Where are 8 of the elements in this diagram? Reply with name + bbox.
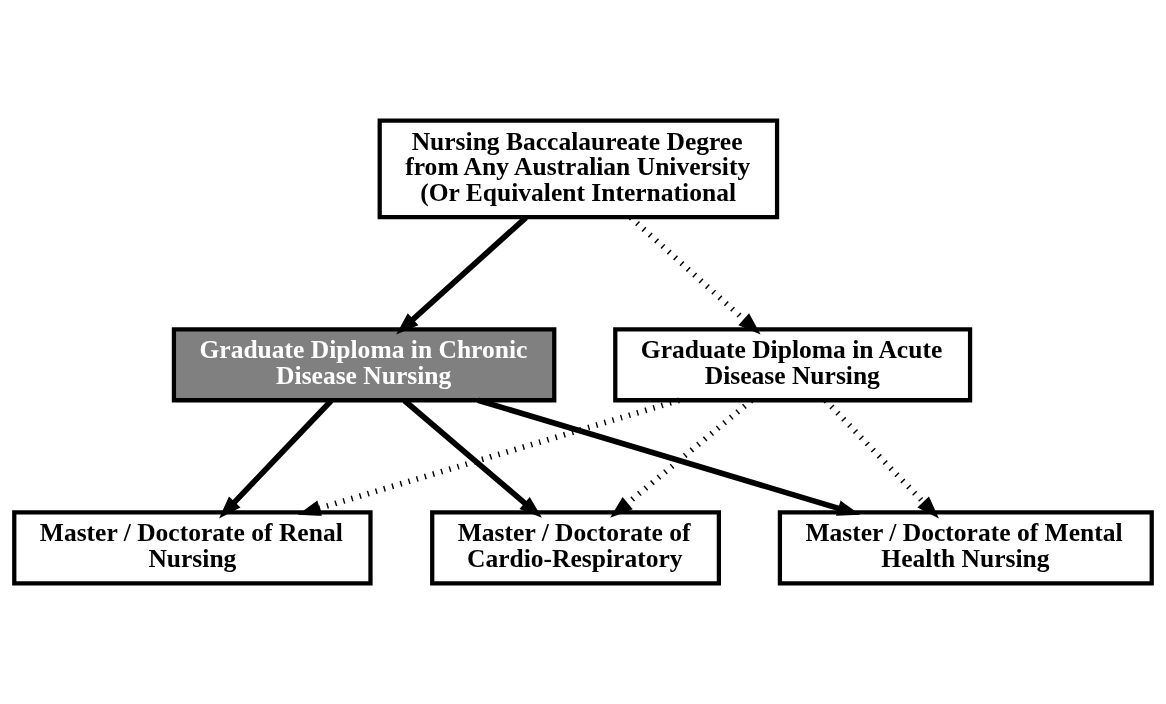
node-box: Master / Doctorate of Cardio-Respiratory: [430, 510, 721, 586]
node-box: Master / Doctorate of Renal Nursing: [12, 510, 373, 586]
node-box: Graduate Diploma in Chronic Disease Nursing: [171, 327, 557, 403]
node-box: Nursing Baccalaureate Degree from Any Australian University (Or Equivalent International: [377, 118, 780, 220]
node-box: Graduate Diploma in Acute Disease Nursing: [613, 327, 973, 403]
arrow: [477, 397, 861, 516]
arrow: [297, 397, 680, 516]
node-box: Master / Doctorate of Mental Health Nursing: [777, 510, 1154, 586]
